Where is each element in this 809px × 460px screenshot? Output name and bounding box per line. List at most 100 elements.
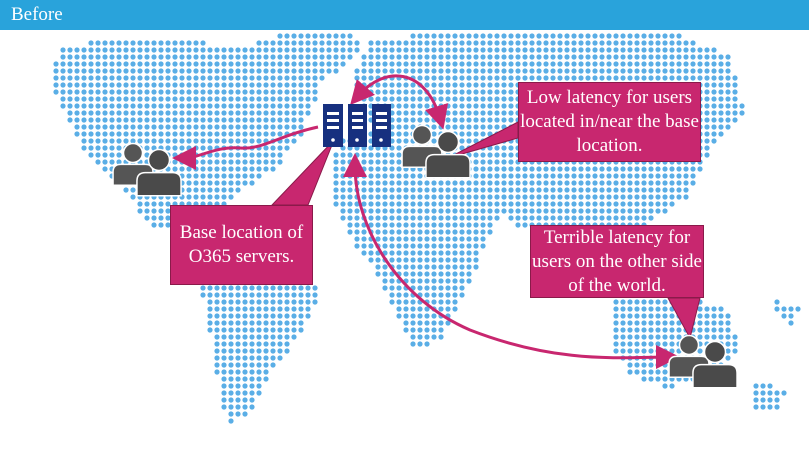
map-dot	[137, 61, 143, 67]
map-dot	[480, 47, 486, 53]
map-dot	[508, 82, 514, 88]
map-dot	[256, 376, 262, 382]
map-dot	[123, 131, 129, 137]
map-dot	[256, 47, 262, 53]
map-dot	[438, 250, 444, 256]
map-dot	[284, 334, 290, 340]
map-dot	[417, 215, 423, 221]
map-dot	[389, 96, 395, 102]
map-dot	[347, 194, 353, 200]
map-dot	[277, 355, 283, 361]
map-dot	[711, 306, 717, 312]
map-dot	[662, 33, 668, 39]
map-dot	[732, 89, 738, 95]
map-dot	[494, 124, 500, 130]
map-dot	[501, 47, 507, 53]
map-dot	[186, 40, 192, 46]
map-dot	[277, 285, 283, 291]
map-dot	[424, 292, 430, 298]
map-dot	[417, 180, 423, 186]
map-dot	[480, 222, 486, 228]
map-dot	[557, 173, 563, 179]
map-dot	[606, 54, 612, 60]
map-dot	[690, 61, 696, 67]
map-dot	[333, 61, 339, 67]
map-dot	[438, 208, 444, 214]
map-dot	[662, 68, 668, 74]
map-dot	[403, 173, 409, 179]
map-dot	[60, 96, 66, 102]
map-dot	[473, 229, 479, 235]
map-dot	[501, 68, 507, 74]
map-dot	[508, 201, 514, 207]
map-dot	[256, 138, 262, 144]
map-dot	[424, 243, 430, 249]
map-dot	[466, 117, 472, 123]
map-dot	[403, 96, 409, 102]
map-dot	[606, 47, 612, 53]
map-dot	[599, 54, 605, 60]
map-dot	[130, 47, 136, 53]
map-dot	[382, 271, 388, 277]
map-dot	[480, 159, 486, 165]
map-dot	[452, 124, 458, 130]
map-dot	[144, 103, 150, 109]
map-dot	[228, 362, 234, 368]
map-dot	[655, 306, 661, 312]
map-dot	[214, 89, 220, 95]
map-dot	[172, 124, 178, 130]
map-dot	[550, 208, 556, 214]
map-dot	[312, 285, 318, 291]
map-dot	[144, 54, 150, 60]
map-dot	[242, 327, 248, 333]
map-dot	[501, 82, 507, 88]
map-dot	[515, 215, 521, 221]
map-dot	[683, 194, 689, 200]
map-dot	[116, 159, 122, 165]
map-dot	[431, 257, 437, 263]
map-dot	[403, 138, 409, 144]
map-dot	[144, 215, 150, 221]
map-dot	[606, 194, 612, 200]
map-dot	[340, 187, 346, 193]
map-dot	[417, 264, 423, 270]
map-dot	[487, 96, 493, 102]
map-dot	[697, 61, 703, 67]
map-dot	[473, 236, 479, 242]
map-dot	[95, 40, 101, 46]
map-dot	[627, 180, 633, 186]
map-dot	[179, 131, 185, 137]
map-dot	[81, 124, 87, 130]
map-dot	[417, 341, 423, 347]
map-dot	[326, 68, 332, 74]
map-dot	[431, 222, 437, 228]
map-dot	[347, 173, 353, 179]
map-dot	[144, 152, 150, 158]
map-dot	[151, 47, 157, 53]
map-dot	[235, 110, 241, 116]
map-dot	[459, 187, 465, 193]
map-dot	[417, 68, 423, 74]
map-dot	[473, 124, 479, 130]
map-dot	[431, 215, 437, 221]
map-dot	[305, 299, 311, 305]
map-dot	[179, 68, 185, 74]
map-dot	[578, 47, 584, 53]
map-dot	[347, 33, 353, 39]
map-dot	[508, 145, 514, 151]
map-dot	[221, 173, 227, 179]
map-dot	[732, 117, 738, 123]
map-dot	[361, 229, 367, 235]
map-dot	[536, 166, 542, 172]
map-dot	[410, 103, 416, 109]
map-dot	[172, 110, 178, 116]
map-dot	[214, 348, 220, 354]
map-dot	[571, 33, 577, 39]
map-dot	[123, 89, 129, 95]
map-dot	[67, 110, 73, 116]
map-dot	[571, 40, 577, 46]
map-dot	[130, 54, 136, 60]
map-dot	[291, 110, 297, 116]
map-dot	[102, 138, 108, 144]
map-dot	[235, 124, 241, 130]
